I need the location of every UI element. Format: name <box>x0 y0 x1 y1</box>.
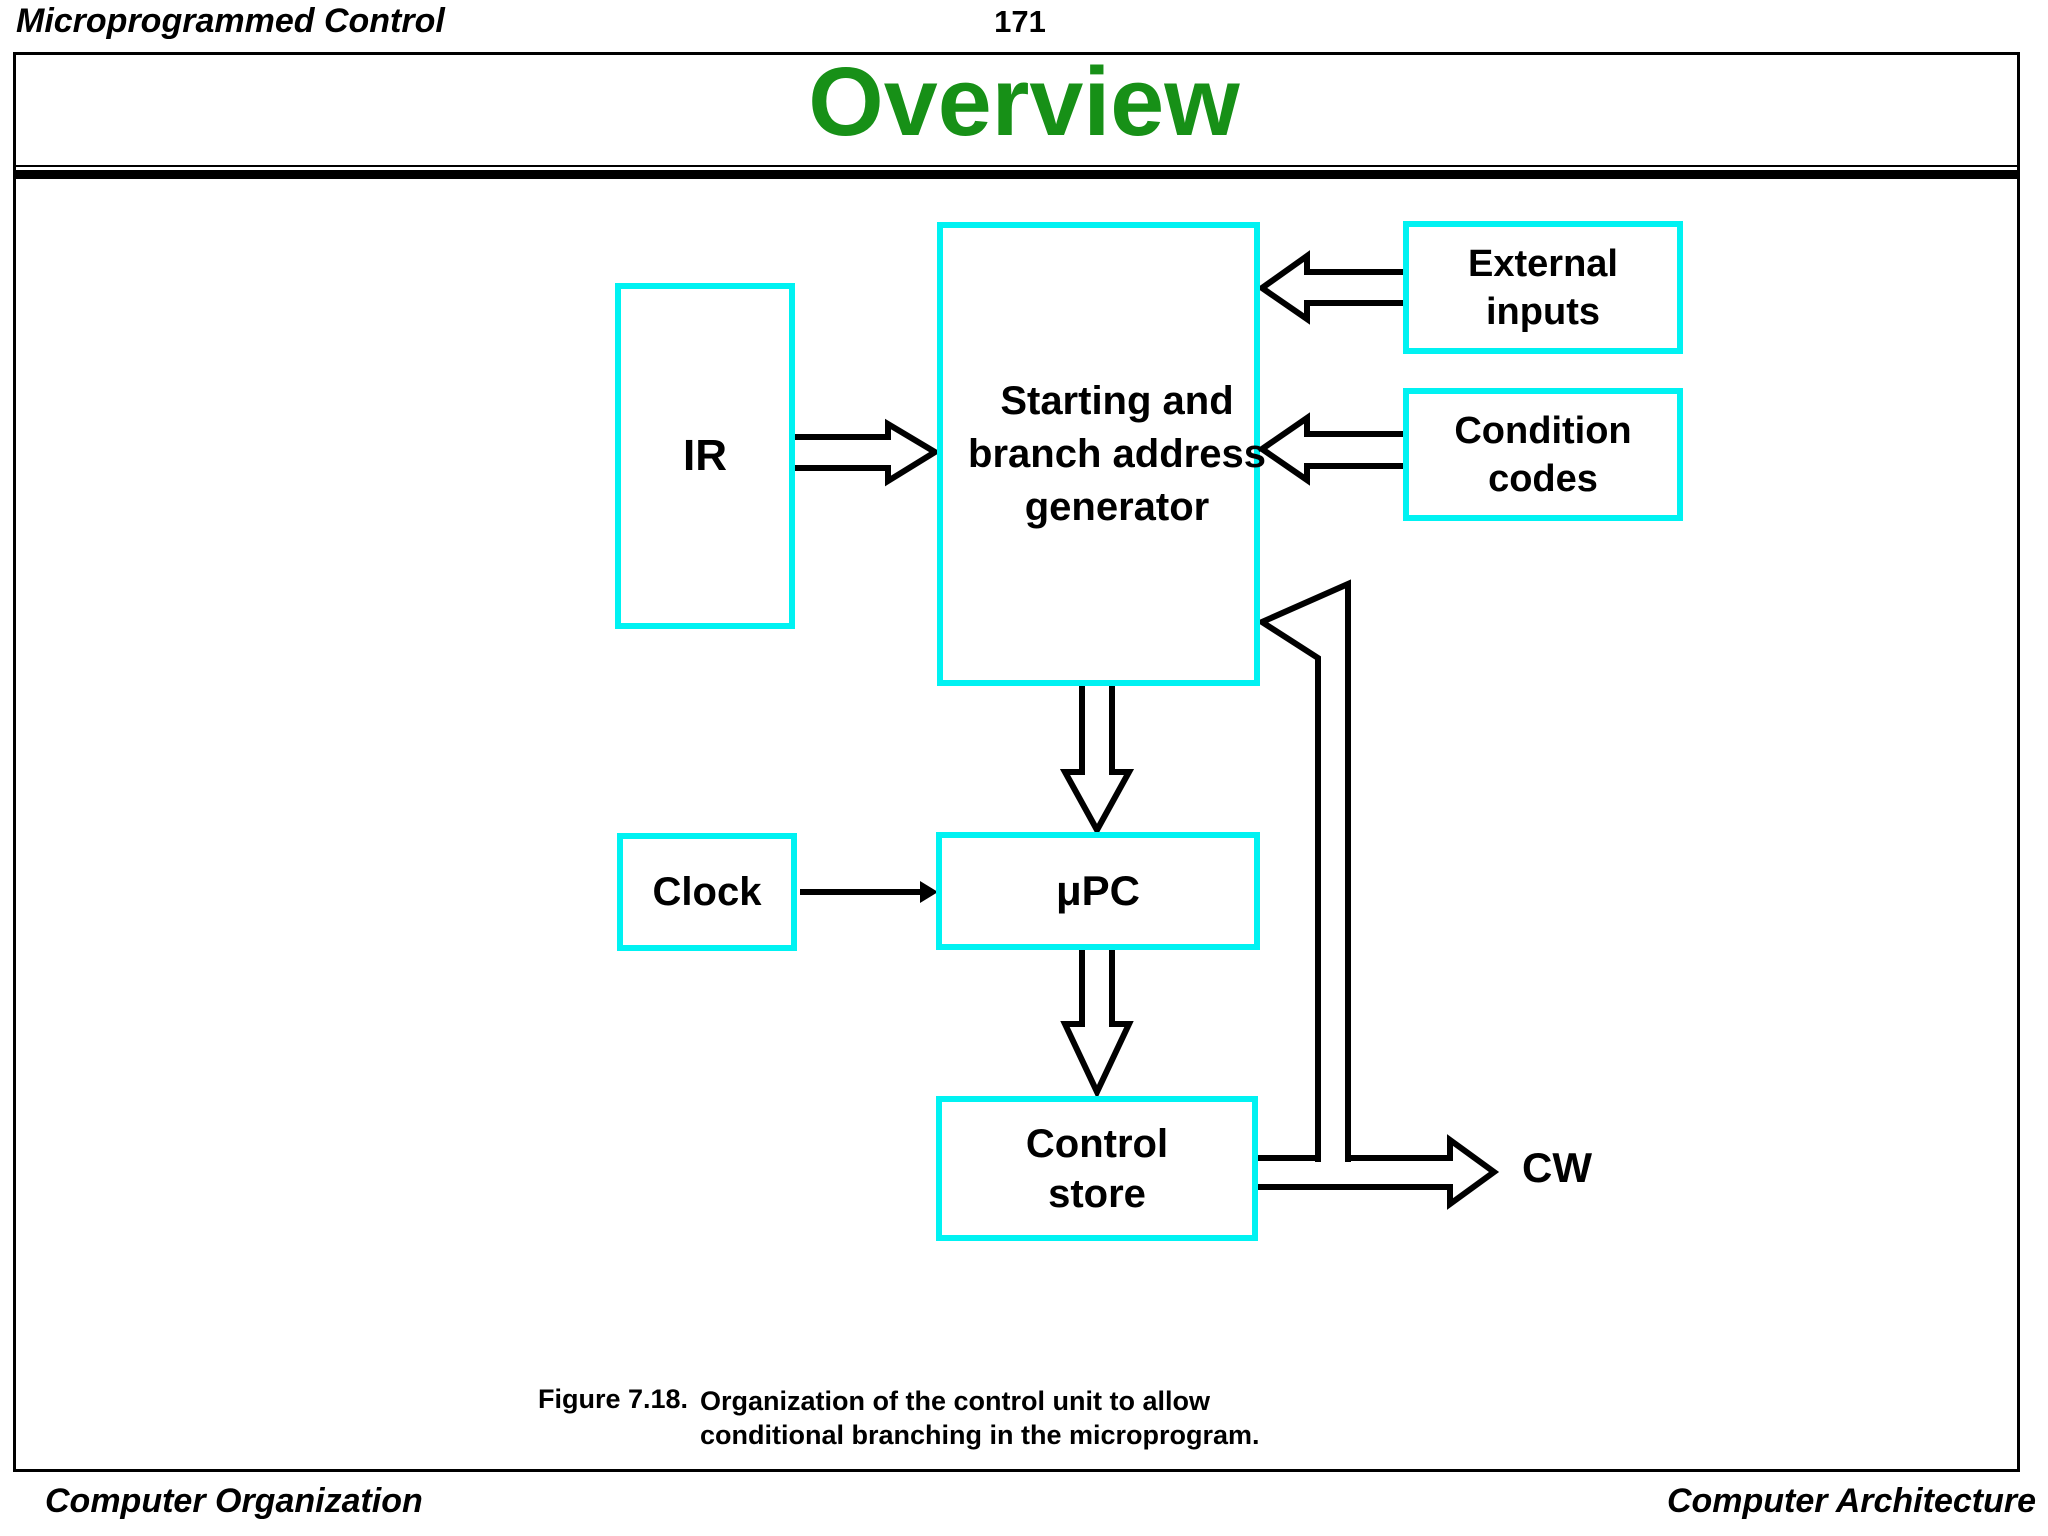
page-number: 171 <box>994 4 1046 39</box>
upc-to-control-store-arrow <box>1060 950 1134 1100</box>
ir-to-generator-arrow <box>794 418 941 487</box>
cw-label: CW <box>1522 1144 1592 1191</box>
condition-codes-to-generator-arrow <box>1256 412 1403 486</box>
address-generator-label: Starting and branch address generator <box>968 378 1266 529</box>
control-store-box: Control store <box>936 1096 1258 1241</box>
external-inputs-to-generator-arrow <box>1256 250 1403 325</box>
ir-box: IR <box>615 283 795 629</box>
feedback-to-generator-arrow <box>1255 579 1351 1162</box>
upc-box: μPC <box>936 832 1260 950</box>
control-store-to-cw-arrow <box>1258 1134 1500 1210</box>
figure-number-label: Figure 7.18. <box>538 1384 689 1414</box>
title-rule-thick <box>13 170 2020 179</box>
address-generator-box <box>937 222 1260 686</box>
generator-to-upc-arrow <box>1059 686 1135 837</box>
slide-title: Overview <box>808 47 1240 156</box>
clock-box: Clock <box>617 833 797 951</box>
footer-right: Computer Architecture <box>1666 1482 2036 1520</box>
course-topic-header: Microprogrammed Control <box>16 2 445 40</box>
external-inputs-box: External inputs <box>1403 221 1683 354</box>
footer-left: Computer Organization <box>45 1482 423 1520</box>
clock-to-upc-arrowhead <box>920 881 938 903</box>
figure-caption: Organization of the control unit to allo… <box>700 1386 1260 1450</box>
title-rule-thin <box>13 165 2020 167</box>
condition-codes-box: Condition codes <box>1403 388 1683 521</box>
